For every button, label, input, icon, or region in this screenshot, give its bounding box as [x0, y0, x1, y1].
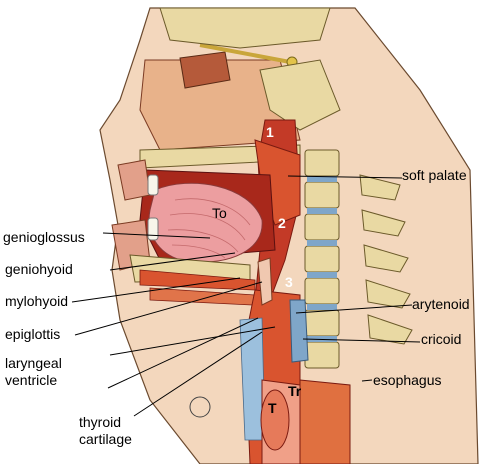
- label-thyroid-cartilage-line1: thyroid: [79, 414, 122, 430]
- thyroid-gland: [260, 389, 290, 451]
- tongue: [148, 182, 263, 263]
- marker-1: 1: [266, 124, 274, 140]
- tongue-striations: [167, 198, 251, 259]
- cervical-vertebrae: [304, 149, 340, 369]
- skull-bone: [159, 7, 331, 49]
- label-epiglottis: epiglottis: [5, 326, 61, 342]
- label-soft-palate: soft palate: [402, 167, 467, 183]
- label-laryngeal-ventricle-line1: laryngeal: [5, 355, 62, 371]
- label-esophagus: esophagus: [373, 372, 442, 388]
- upper-tooth: [147, 174, 159, 196]
- label-mylohyoid: mylohyoid: [5, 293, 69, 309]
- label-arytenoid: arytenoid: [412, 296, 470, 312]
- label-thyroid-cartilage-line2: cartilage: [79, 431, 132, 447]
- artist-emblem: [189, 396, 211, 418]
- sphenoid-bone: [259, 59, 341, 131]
- thyroid-marker: T: [268, 400, 277, 416]
- nasal-turbinates: [179, 43, 298, 89]
- epiglottis-shape: [257, 257, 273, 306]
- label-laryngeal-ventricle-line2: ventricle: [5, 372, 58, 388]
- tongue-label: To: [212, 205, 227, 221]
- arytenoid-cartilage: [289, 299, 309, 363]
- esophagus-shape: [299, 379, 351, 465]
- nasal-cavity: [139, 59, 301, 151]
- label-cricoid: cricoid: [421, 331, 462, 347]
- leader-lines: [71, 175, 421, 417]
- marker-2: 2: [278, 215, 286, 231]
- spinous-processes: [359, 174, 413, 345]
- lower-tooth: [147, 217, 159, 241]
- label-genioglossus: genioglossus: [3, 229, 85, 245]
- label-geniohyoid: geniohyoid: [5, 261, 73, 277]
- trachea-marker: Tr: [288, 383, 302, 399]
- marker-3: 3: [285, 274, 293, 290]
